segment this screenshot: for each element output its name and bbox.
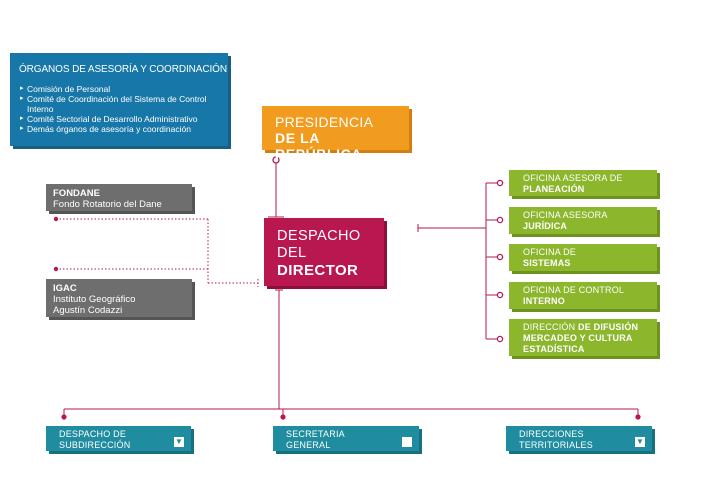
oficina-line2: PLANEACIÓN [523, 184, 585, 194]
organos-item: Comité Sectorial de Desarrollo Administr… [20, 114, 225, 124]
square-icon[interactable] [402, 437, 412, 447]
igac-desc2: Agustín Codazzi [53, 305, 123, 316]
organos-list: Comisión de Personal Comité de Coordinac… [20, 84, 225, 134]
igac-name: IGAC [53, 283, 77, 294]
territoriales-line1: DIRECCIONES [519, 429, 584, 439]
oficina-line1: OFICINA ASESORA DE [523, 173, 623, 183]
territoriales-line2: TERRITORIALES [519, 440, 593, 450]
oficina-line1: OFICINA DE [523, 247, 577, 257]
organos-item: Demás órganos de asesoría y coordinación [20, 124, 225, 134]
igac-desc1: Instituto Geográfico [53, 294, 136, 305]
fondane-desc: Fondo Rotatorio del Dane [53, 199, 162, 210]
oficina-line2: SISTEMAS [523, 258, 571, 268]
oficina-line1a: DIRECCIÓN [523, 322, 579, 332]
secretaria-line1: SECRETARIA [286, 429, 345, 439]
organos-asesoria-box: ÓRGANOS DE ASESORÍA Y COORDINACIÓN Comis… [10, 53, 228, 146]
fondane-box: FONDANE Fondo Rotatorio del Dane [46, 184, 192, 211]
oficina-line3: ESTADÍSTICA [523, 344, 585, 354]
chevron-down-icon[interactable]: ▼ [174, 437, 184, 447]
organos-item: Comisión de Personal [20, 84, 225, 94]
organos-title: ÓRGANOS DE ASESORÍA Y COORDINACIÓN [19, 64, 227, 75]
secretaria-general-box[interactable]: SECRETARIA GENERAL [273, 426, 419, 451]
direcciones-territoriales-box[interactable]: DIRECCIONES TERRITORIALES ▼ [506, 426, 652, 451]
oficina-line2: JURÍDICA [523, 221, 568, 231]
despacho-line2: DEL [277, 245, 307, 261]
oficina-control-interno-box[interactable]: OFICINA DE CONTROL INTERNO [509, 282, 657, 309]
subdireccion-line1: DESPACHO DE [59, 429, 127, 439]
secretaria-line2: GENERAL [286, 440, 331, 450]
oficina-line1b: DE DIFUSIÓN [578, 322, 639, 332]
oficina-line2: MERCADEO Y CULTURA [523, 333, 633, 343]
subdireccion-line2: SUBDIRECCIÓN [59, 440, 131, 450]
oficina-sistemas-box[interactable]: OFICINA DE SISTEMAS [509, 244, 657, 271]
oficina-line1: OFICINA ASESORA [523, 210, 608, 220]
oficina-line2: INTERNO [523, 296, 565, 306]
despacho-director-box: DESPACHO DEL DIRECTOR [264, 218, 384, 286]
direccion-difusion-box[interactable]: DIRECCIÓN DE DIFUSIÓN MERCADEO Y CULTURA… [509, 319, 657, 356]
presidencia-box: PRESIDENCIA DE LA REPÚBLICA [262, 106, 409, 162]
presidencia-line1: PRESIDENCIA [275, 114, 374, 130]
organos-item: Comité de Coordinación del Sistema de Co… [20, 94, 225, 114]
despacho-line1: DESPACHO [277, 228, 361, 244]
despacho-subdireccion-box[interactable]: DESPACHO DE SUBDIRECCIÓN ▼ [46, 426, 191, 451]
oficina-line1: OFICINA DE CONTROL [523, 285, 625, 295]
chevron-down-icon[interactable]: ▼ [635, 437, 645, 447]
despacho-line3: DIRECTOR [277, 262, 359, 279]
igac-box: IGAC Instituto Geográfico Agustín Codazz… [46, 279, 192, 317]
oficina-planeacion-box[interactable]: OFICINA ASESORA DE PLANEACIÓN [509, 170, 657, 196]
presidencia-line2: DE LA REPÚBLICA [275, 130, 363, 162]
oficina-juridica-box[interactable]: OFICINA ASESORA JURÍDICA [509, 207, 657, 234]
fondane-name: FONDANE [53, 188, 100, 199]
